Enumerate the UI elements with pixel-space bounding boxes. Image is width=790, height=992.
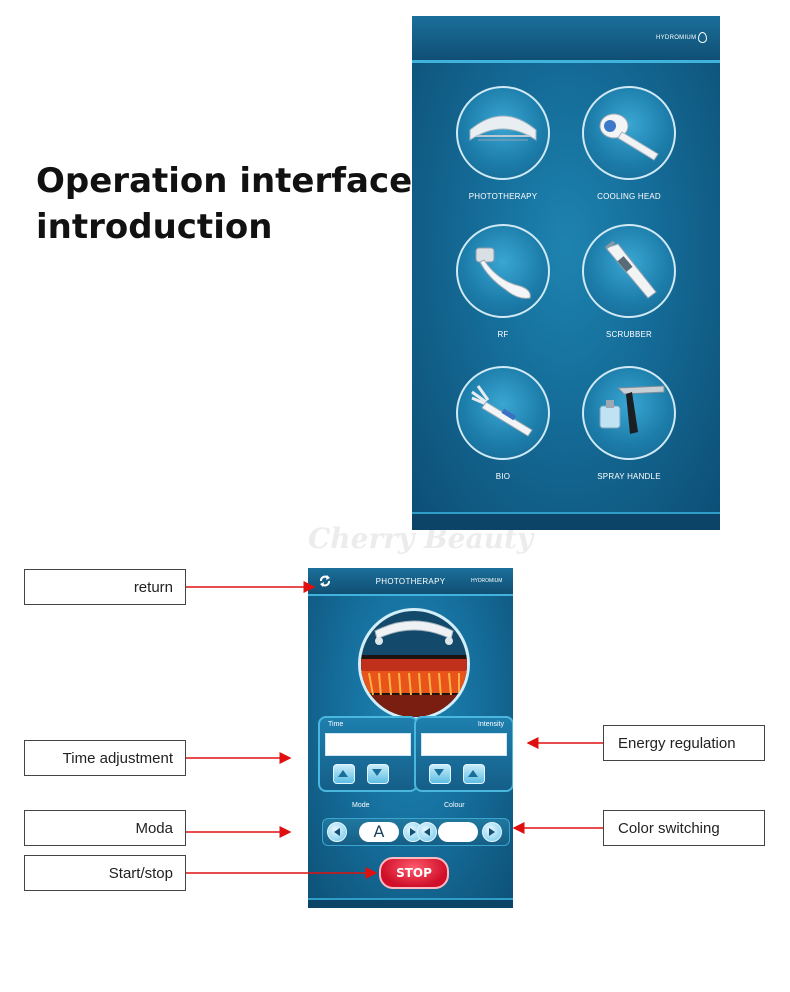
arrow-up-icon	[338, 770, 348, 777]
menu-item-spray-handle[interactable]: SPRAY HANDLE	[569, 366, 689, 481]
page-heading: Operation interface introduction	[36, 158, 412, 250]
menu-item-label: PHOTOTHERAPY	[468, 192, 538, 201]
time-down-button[interactable]	[367, 764, 389, 784]
time-up-button[interactable]	[333, 764, 355, 784]
top-bar	[412, 16, 720, 60]
colour-next-button[interactable]	[482, 822, 502, 842]
brand-logo: HYDROMIUM	[656, 32, 708, 43]
intensity-down-button[interactable]	[429, 764, 451, 784]
phototherapy-lamp-icon	[469, 115, 537, 141]
time-panel: Time	[318, 716, 418, 792]
phototherapy-screen: PHOTOTHERAPY HYDROMIUM Time Intensity	[308, 568, 513, 908]
arrow-left-icon	[334, 828, 340, 836]
time-display	[325, 733, 411, 756]
mode-label: Mode	[352, 802, 370, 809]
arrow-down-icon	[434, 769, 444, 776]
callout-time-adjustment: Time adjustment	[24, 740, 186, 776]
callout-start-stop: Start/stop	[24, 855, 186, 891]
mode-value: A	[359, 822, 399, 842]
spray-handle-icon	[599, 385, 665, 434]
menu-item-label: BIO	[495, 472, 511, 481]
menu-item-scrubber[interactable]: SCRUBBER	[569, 224, 689, 339]
colour-label: Colour	[444, 802, 465, 809]
mode-colour-strip: A	[322, 818, 510, 846]
intensity-up-button[interactable]	[463, 764, 485, 784]
mode-prev-button[interactable]	[327, 822, 347, 842]
intensity-display	[421, 733, 507, 756]
time-label: Time	[328, 721, 344, 728]
menu-item-label: RF	[497, 330, 509, 339]
arrow-down-icon	[372, 769, 382, 776]
page-title: PHOTOTHERAPY	[375, 577, 446, 586]
scrubber-icon	[605, 240, 657, 299]
menu-item-rf[interactable]: RF	[443, 224, 563, 339]
arrow-right-icon	[489, 828, 495, 836]
bio-wand-icon	[471, 385, 533, 437]
heading-line-2: introduction	[36, 207, 273, 247]
menu-item-cooling-head[interactable]: COOLING HEAD	[569, 86, 689, 201]
colour-prev-button[interactable]	[417, 822, 437, 842]
brand-logo: HYDROMIUM	[471, 578, 503, 584]
main-menu-screen: HYDROMIUM PHOTOTHERAPY COOLING HEAD	[412, 16, 720, 530]
rf-handle-icon	[475, 247, 531, 299]
intensity-panel: Intensity	[414, 716, 513, 792]
callout-energy-regulation: Energy regulation	[603, 725, 765, 761]
callout-moda: Moda	[24, 810, 186, 846]
heading-line-1: Operation interface	[36, 161, 413, 201]
arrow-left-icon	[424, 828, 430, 836]
return-icon[interactable]	[318, 574, 332, 588]
top-bar	[308, 568, 513, 596]
arrow-right-icon	[410, 828, 416, 836]
stop-button[interactable]: STOP	[379, 857, 449, 889]
cooling-head-icon	[599, 113, 659, 161]
menu-item-bio[interactable]: BIO	[443, 366, 563, 481]
drop-icon	[698, 32, 708, 43]
menu-item-phototherapy[interactable]: PHOTOTHERAPY	[443, 86, 563, 201]
bottom-bar	[308, 898, 513, 908]
intensity-label: Intensity	[477, 721, 504, 728]
callout-return: return	[24, 569, 186, 605]
arrow-up-icon	[468, 770, 478, 777]
colour-value	[438, 822, 478, 842]
bottom-bar	[412, 512, 720, 530]
menu-item-label: SCRUBBER	[605, 330, 653, 339]
menu-item-label: SPRAY HANDLE	[597, 472, 661, 481]
treatment-preview	[358, 608, 470, 720]
menu-item-label: COOLING HEAD	[597, 192, 661, 201]
callout-color-switching: Color switching	[603, 810, 765, 846]
